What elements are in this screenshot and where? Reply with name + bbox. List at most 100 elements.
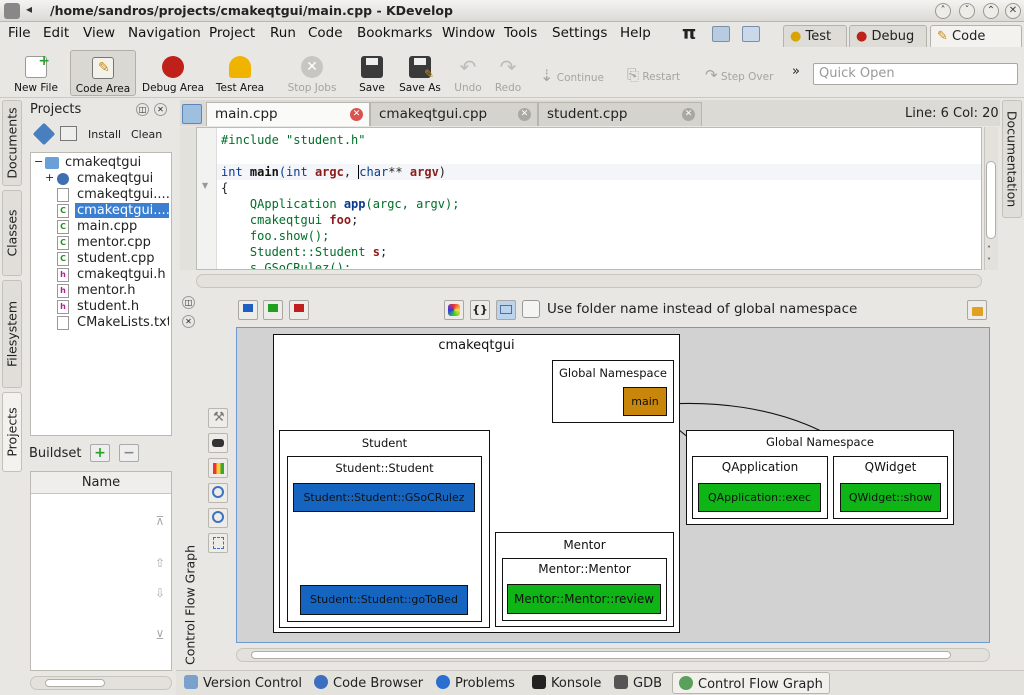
menu-file[interactable]: File — [8, 25, 31, 41]
pi-icon[interactable]: π — [682, 23, 696, 44]
tree-item-file[interactable]: Cmain.cpp — [31, 219, 169, 235]
bottom-tab-konsole[interactable]: Konsole — [526, 672, 607, 694]
tab-cmakeqtgui-cpp[interactable]: cmakeqtgui.cpp✕ — [370, 102, 538, 126]
menu-code[interactable]: Code — [308, 25, 343, 41]
clean-button[interactable]: Clean — [131, 128, 162, 141]
namespace-mode-button[interactable] — [238, 300, 258, 320]
side-tab-filesystem[interactable]: Filesystem — [2, 280, 22, 388]
zoom-out-button[interactable] — [208, 508, 228, 528]
editor-hscroll[interactable] — [196, 274, 982, 288]
tree-item-file[interactable]: Ccmakeqtgui.... — [31, 203, 169, 219]
menu-run[interactable]: Run — [270, 25, 296, 41]
quick-open-input[interactable]: Quick Open — [813, 63, 1018, 85]
bottom-tab-gdb[interactable]: GDB — [608, 672, 668, 694]
fold-gutter[interactable]: ▼ — [197, 128, 217, 270]
stop-jobs-button[interactable]: ✕Stop Jobs — [282, 50, 342, 96]
save-button[interactable]: Save — [352, 50, 392, 96]
area-tab-test[interactable]: ● Test — [783, 25, 847, 47]
menu-view[interactable]: View — [83, 25, 115, 41]
close-tab-icon[interactable]: ✕ — [350, 108, 363, 121]
move-bottom-button[interactable]: ⊻ — [150, 628, 170, 648]
side-tab-documents[interactable]: Documents — [2, 100, 22, 186]
buildset-hscroll[interactable] — [30, 676, 172, 690]
fold-arrow-icon[interactable]: ▼ — [202, 181, 208, 190]
window-list-icon[interactable] — [712, 26, 730, 42]
close-tab-icon[interactable]: ✕ — [682, 108, 695, 121]
tree-item-file[interactable]: Cstudent.cpp — [31, 251, 169, 267]
bottom-tab-control-flow-graph[interactable]: Control Flow Graph — [672, 672, 830, 694]
app-icon[interactable] — [4, 3, 20, 19]
keep-above-icon[interactable]: ˄ — [935, 3, 951, 19]
fit-view-button[interactable] — [208, 533, 228, 553]
panel-float-icon[interactable]: ◫ — [136, 103, 149, 116]
tab-main-cpp[interactable]: main.cpp✕ — [206, 102, 370, 126]
class-mode-button[interactable] — [263, 300, 283, 320]
method-mode-button[interactable] — [289, 300, 309, 320]
side-tab-projects[interactable]: Projects — [2, 392, 22, 472]
menu-edit[interactable]: Edit — [43, 25, 69, 41]
side-tab-classes[interactable]: Classes — [2, 190, 22, 276]
menu-settings[interactable]: Settings — [552, 25, 607, 41]
side-tab-documentation[interactable]: Documentation — [1002, 100, 1022, 218]
close-window-icon[interactable]: ✕ — [1005, 3, 1021, 19]
menu-help[interactable]: Help — [620, 25, 651, 41]
editor-doc-icon[interactable] — [182, 104, 202, 124]
graph-panel-close-icon[interactable]: ✕ — [182, 315, 195, 328]
tree-item-file[interactable]: hmentor.h — [31, 283, 169, 299]
braces-button[interactable]: {} — [470, 300, 490, 320]
colors-button[interactable] — [444, 300, 464, 320]
editor-vscroll[interactable]: ˄ ˅ — [984, 127, 998, 270]
graph-stats-button[interactable] — [208, 458, 228, 478]
collapse-icon[interactable]: − — [34, 155, 43, 168]
folder-name-checkbox[interactable] — [522, 300, 540, 318]
maximize-icon[interactable]: ⌃ — [983, 3, 999, 19]
code-area-button[interactable]: ✎Code Area — [70, 50, 136, 96]
undo-button[interactable]: ↶Undo — [450, 50, 486, 96]
node-main[interactable]: main — [623, 387, 667, 416]
control-flow-graph-canvas[interactable]: cmakeqtgui Global Namespace main Student… — [236, 327, 990, 643]
code-editor[interactable]: ▼ #include "student.h" int main(int argc… — [196, 127, 982, 270]
graph-hscroll[interactable] — [236, 648, 990, 662]
bottom-tab-code-browser[interactable]: Code Browser — [308, 672, 429, 694]
node-gsocrulez[interactable]: Student::Student::GSoCRulez — [293, 483, 475, 512]
restart-button[interactable]: ⎘ Restart — [627, 66, 680, 84]
new-file-button[interactable]: +New File — [8, 50, 64, 96]
tab-student-cpp[interactable]: student.cpp✕ — [538, 102, 702, 126]
tree-item-file[interactable]: CMakeLists.txt — [31, 315, 169, 331]
step-over-button[interactable]: ↷ Step Over — [705, 66, 773, 84]
menu-tools[interactable]: Tools — [504, 25, 537, 41]
menu-bookmarks[interactable]: Bookmarks — [357, 25, 432, 41]
locate-icon[interactable] — [33, 123, 56, 146]
graph-settings-button[interactable]: ⚒ — [208, 408, 228, 428]
node-gotobed[interactable]: Student::Student::goToBed — [300, 585, 468, 615]
tree-item-project[interactable]: −cmakeqtgui — [31, 155, 169, 171]
node-qwidget-show[interactable]: QWidget::show — [840, 483, 941, 512]
screenshot-icon[interactable] — [742, 26, 760, 42]
bottom-tab-problems[interactable]: Problems — [430, 672, 521, 694]
toolbar-overflow-icon[interactable]: » — [792, 64, 800, 79]
redo-button[interactable]: ↷Redo — [490, 50, 526, 96]
area-tab-code[interactable]: ✎ Code — [930, 25, 1022, 47]
move-up-button[interactable]: ⇧ — [150, 556, 170, 576]
graph-find-button[interactable] — [208, 433, 228, 453]
menu-window[interactable]: Window — [442, 25, 495, 41]
move-top-button[interactable]: ⊼ — [150, 514, 170, 534]
graph-panel-float-icon[interactable]: ◫ — [182, 296, 195, 309]
move-down-button[interactable]: ⇩ — [150, 586, 170, 606]
save-as-button[interactable]: ✎Save As — [396, 50, 444, 96]
panel-close-icon[interactable]: ✕ — [154, 103, 167, 116]
area-tab-debug[interactable]: ● Debug — [849, 25, 927, 47]
tree-item-file[interactable]: Cmentor.cpp — [31, 235, 169, 251]
screen-button[interactable] — [496, 300, 516, 320]
expand-icon[interactable]: + — [45, 171, 54, 184]
window-menu-arrow-icon[interactable]: ◂ — [26, 2, 32, 16]
menu-navigation[interactable]: Navigation — [128, 25, 201, 41]
install-button[interactable]: Install — [88, 128, 121, 141]
continue-button[interactable]: ⇣ Continue — [540, 66, 604, 85]
node-qapplication-exec[interactable]: QApplication::exec — [698, 483, 821, 512]
buildset-column-header[interactable]: Name — [31, 472, 171, 494]
remove-buildset-button[interactable]: − — [119, 444, 139, 462]
tree-item-file[interactable]: hcmakeqtgui.h — [31, 267, 169, 283]
tree-item-target[interactable]: +cmakeqtgui — [31, 171, 169, 187]
scroll-down-icon[interactable]: ˅ — [987, 257, 991, 266]
